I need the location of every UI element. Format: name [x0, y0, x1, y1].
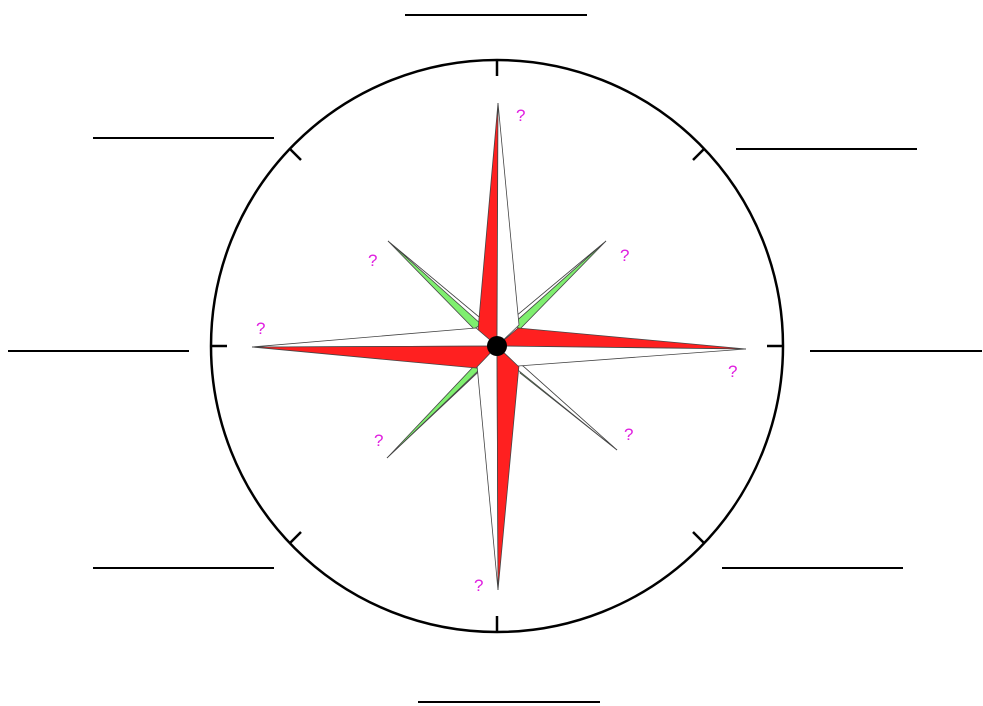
- question-mark-north: ?: [516, 106, 525, 125]
- point-east: [497, 328, 746, 366]
- point-northwest: [388, 241, 491, 333]
- tick-northwest: [290, 149, 301, 160]
- tick-southeast: [693, 532, 704, 543]
- point-southwest: [387, 361, 490, 458]
- point-south: [477, 346, 519, 590]
- point-west: [252, 328, 497, 368]
- tick-southwest: [290, 532, 301, 543]
- question-mark-southwest: ?: [374, 431, 383, 450]
- question-mark-northeast: ?: [620, 246, 629, 265]
- question-mark-west: ?: [256, 319, 265, 338]
- question-mark-northwest: ?: [368, 251, 377, 270]
- question-mark-south: ?: [474, 576, 483, 595]
- question-mark-southeast: ?: [624, 425, 633, 444]
- question-mark-east: ?: [728, 362, 737, 381]
- point-southeast: [508, 362, 617, 450]
- point-north: [478, 103, 519, 346]
- tick-northeast: [693, 149, 704, 160]
- center-pin: [487, 336, 507, 356]
